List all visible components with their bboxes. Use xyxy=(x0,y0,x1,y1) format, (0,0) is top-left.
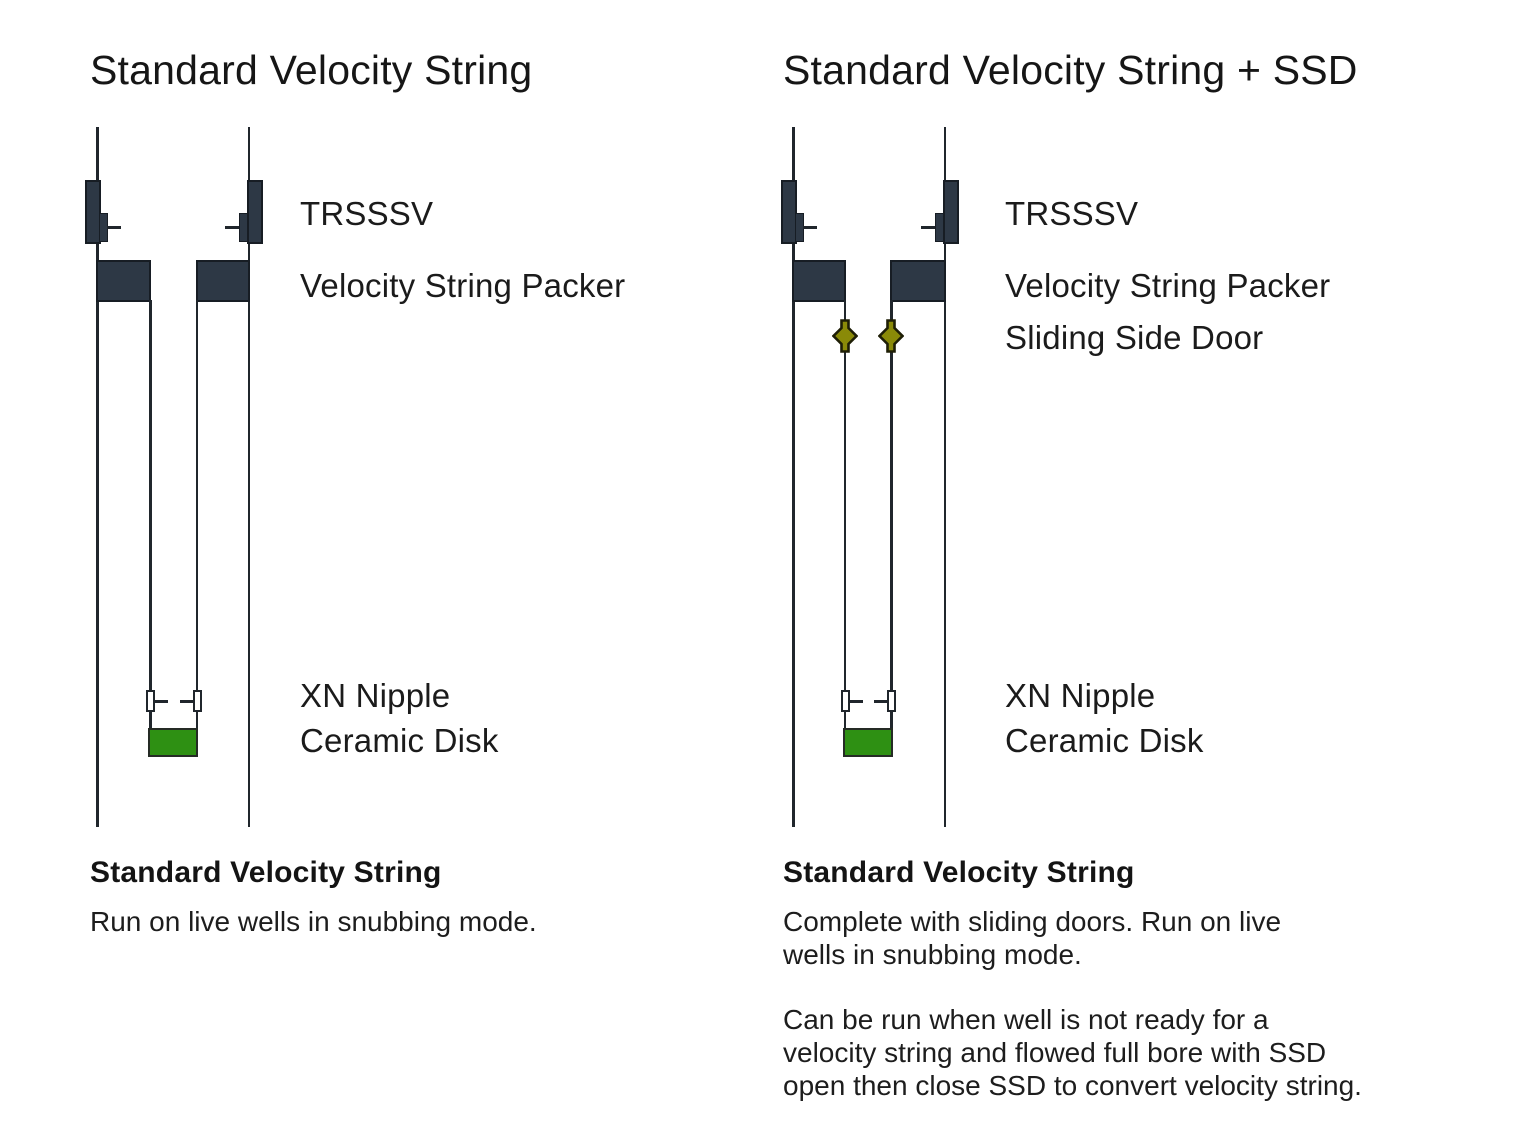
right-tubing-line-right xyxy=(890,300,893,730)
right-caption-paragraph-2: Can be run when well is not ready for a … xyxy=(783,1003,1362,1102)
label-trsssv: TRSSSV xyxy=(300,195,434,232)
label-xn-nipple: XN Nipple xyxy=(300,677,451,714)
label-velocity-string-packer: Velocity String Packer xyxy=(1005,267,1331,304)
label-sliding-side-door: Sliding Side Door xyxy=(1005,319,1264,356)
label-trsssv: TRSSSV xyxy=(1005,195,1139,232)
left-diagram-title: Standard Velocity String xyxy=(90,47,533,93)
ssd-valve-right-icon xyxy=(878,319,904,353)
valve-stem xyxy=(224,226,239,229)
label-xn-nipple: XN Nipple xyxy=(1005,677,1156,714)
right-diagram-title: Standard Velocity String + SSD xyxy=(783,47,1358,93)
xn-tick xyxy=(874,700,887,703)
ceramic-disk-symbol xyxy=(842,728,893,757)
right-tubing-line-left xyxy=(843,300,846,730)
valve-body xyxy=(246,180,263,244)
left-caption-body: Run on live wells in snubbing mode. xyxy=(90,906,537,937)
valve-stem xyxy=(803,226,817,229)
caption-line: Can be run when well is not ready for a xyxy=(783,1004,1269,1035)
label-velocity-string-packer: Velocity String Packer xyxy=(300,267,626,304)
right-caption-paragraph-1: Complete with sliding doors. Run on live… xyxy=(783,905,1281,971)
caption-line: open then close SSD to convert velocity … xyxy=(783,1070,1362,1101)
xn-tick xyxy=(179,700,193,703)
xn-rect xyxy=(146,690,155,712)
valve-body xyxy=(85,180,101,244)
packer-symbol-left xyxy=(96,260,151,302)
left-tubing-line-right xyxy=(195,300,198,730)
ssd-valve-left-icon xyxy=(831,319,858,353)
left-casing-line-left xyxy=(96,127,99,827)
label-ceramic-disk: Ceramic Disk xyxy=(1005,722,1204,759)
valve-stem xyxy=(920,226,935,229)
ssd-valve-shape xyxy=(831,319,858,353)
valve-body xyxy=(781,180,797,244)
valve-stem xyxy=(107,226,121,229)
packer-symbol-right xyxy=(196,260,250,302)
label-ceramic-disk: Ceramic Disk xyxy=(300,722,499,759)
packer-symbol-right xyxy=(890,260,946,302)
ssd-valve-shape xyxy=(878,319,904,353)
caption-line: Complete with sliding doors. Run on live xyxy=(783,906,1282,937)
valve-block xyxy=(238,213,248,242)
ceramic-disk-symbol xyxy=(148,728,198,757)
caption-line: wells in snubbing mode. xyxy=(783,939,1082,970)
left-casing-line-right xyxy=(247,127,250,827)
xn-tick xyxy=(155,700,168,703)
xn-rect xyxy=(887,690,896,712)
left-caption-heading: Standard Velocity String xyxy=(90,856,442,889)
xn-rect xyxy=(192,690,202,712)
right-casing-line-left xyxy=(792,127,795,827)
right-casing-line-right xyxy=(943,127,946,827)
left-tubing-line-left xyxy=(149,300,152,730)
xn-rect xyxy=(840,690,850,712)
xn-tick xyxy=(849,700,863,703)
packer-symbol-left xyxy=(792,260,846,302)
valve-body xyxy=(942,180,959,244)
right-caption-heading: Standard Velocity String xyxy=(783,856,1135,889)
caption-line: velocity string and flowed full bore wit… xyxy=(783,1037,1327,1068)
valve-block xyxy=(934,213,944,242)
